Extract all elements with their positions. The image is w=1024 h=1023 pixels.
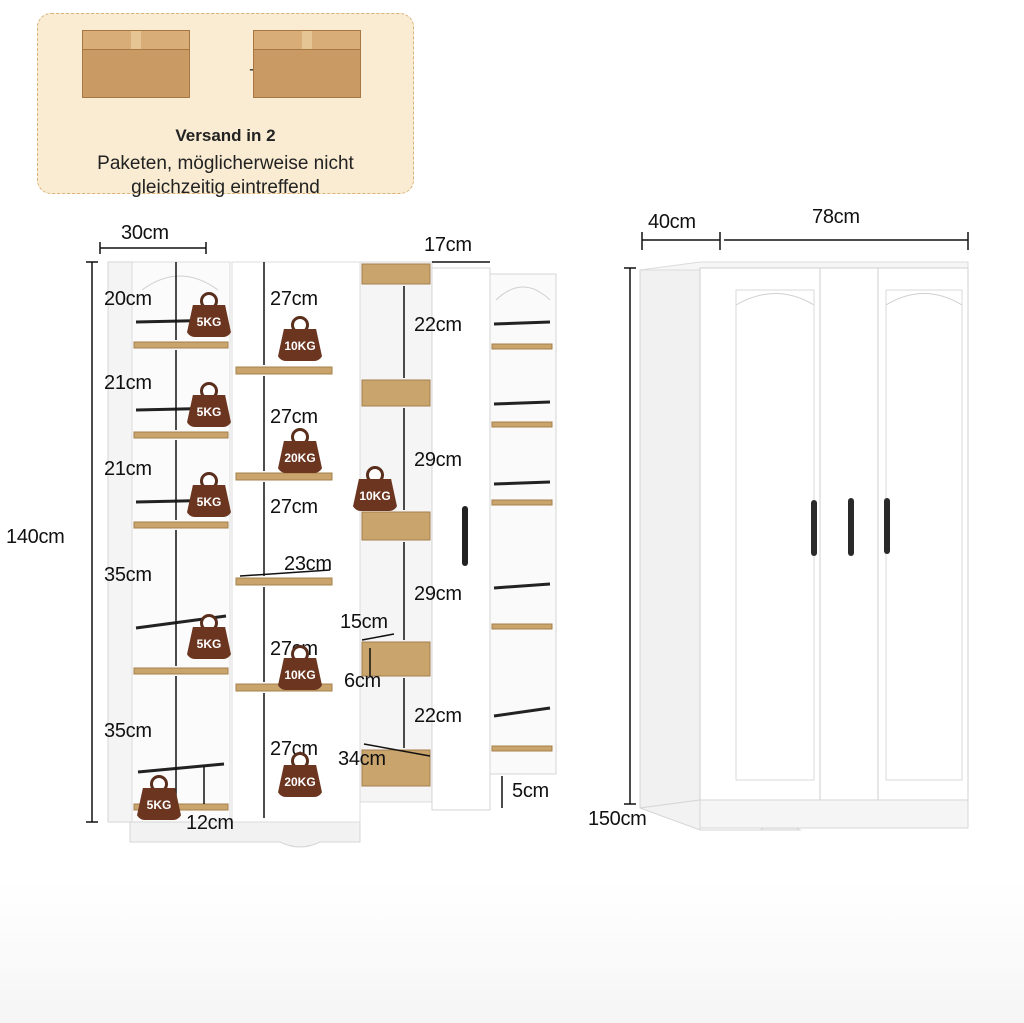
foot-height-label: 5cm [512,780,549,802]
weight-load-label: 20KG [284,775,316,789]
left-shelf-height-label: 21cm [104,372,152,394]
middle-shelf-height-label: 27cm [270,496,318,518]
weight-load-label: 10KG [284,668,316,682]
weight-load-label: 5KG [196,405,222,419]
weight-load-label: 5KG [196,495,222,509]
middle-shelf-height-label: 27cm [270,288,318,310]
shipping-text: Paketen, möglicherweise nicht gleichzeit… [38,152,413,200]
weight-icon: 5KG [186,382,232,428]
weight-load-label: 5KG [196,315,222,329]
left-shelf-height-label: 20cm [104,288,152,310]
shipping-text-line: gleichzeitig eintreffend [131,177,320,198]
weight-icon: 10KG [277,645,323,691]
drawer-width-label: 34cm [338,748,386,770]
depth-label: 30cm [121,222,169,244]
weight-icon: 20KG [277,428,323,474]
weight-icon: 5KG [186,472,232,518]
weight-icon: 20KG [277,752,323,798]
middle-shelf-depth-label: 23cm [284,553,332,575]
drawer-height-label: 22cm [414,705,462,727]
weight-icon: 10KG [352,466,398,512]
closed-depth-label: 40cm [648,211,696,233]
drawer-rim-label: 6cm [344,670,381,692]
drawer-height-label: 29cm [414,583,462,605]
weight-load-label: 20KG [284,451,316,465]
weight-icon: 5KG [186,292,232,338]
left-shelf-height-label: 35cm [104,564,152,586]
weight-icon: 5KG [136,775,182,821]
door-depth-label: 17cm [424,234,472,256]
drawer-height-label: 22cm [414,314,462,336]
package-box-icon [253,30,361,98]
closed-height-label: 150cm [588,808,647,830]
shipping-info-box: + Versand in 2 Paketen, möglicherweise n… [37,13,414,198]
left-shelf-height-label: 21cm [104,458,152,480]
weight-load-label: 10KG [359,489,391,503]
weight-icon: 5KG [186,614,232,660]
bottom-gap-label: 12cm [186,812,234,834]
closed-width-label: 78cm [812,206,860,228]
weight-load-label: 5KG [146,798,172,812]
drawer-depth-label: 15cm [340,611,388,633]
shipping-title: Versand in 2 [175,126,276,145]
weight-load-label: 10KG [284,339,316,353]
weight-icon: 10KG [277,316,323,362]
drawer-height-label: 29cm [414,449,462,471]
left-shelf-height-label: 35cm [104,720,152,742]
closed-cabinet-drawing [624,232,969,831]
middle-shelf-height-label: 27cm [270,406,318,428]
shipping-text-line: Paketen, möglicherweise nicht [97,153,354,174]
package-box-icon [82,30,190,98]
weight-load-label: 5KG [196,637,222,651]
height-label: 140cm [6,526,65,548]
